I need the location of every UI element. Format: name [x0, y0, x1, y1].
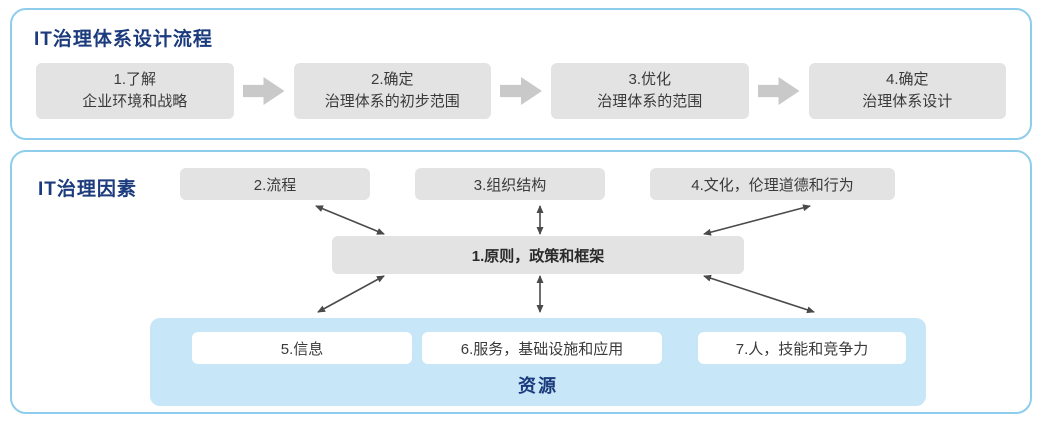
- factors-panel: IT治理因素 2.流程 3.组织结构 4.文化，伦理道德和行为 1.原则，政策和…: [10, 150, 1032, 414]
- factors-panel-title: IT治理因素: [38, 179, 137, 200]
- process-panel-title: IT治理体系设计流程: [34, 29, 213, 50]
- step-3-line-2: 治理体系的范围: [597, 93, 703, 110]
- process-flow: 1.了解 企业环境和战略 2.确定 治理体系的初步范围 3.优化 治理体系的范围…: [12, 51, 1030, 119]
- process-step-4: 4.确定 治理体系设计: [808, 63, 1006, 119]
- process-step-3: 3.优化 治理体系的范围: [551, 63, 749, 119]
- resources-label: 资源: [518, 376, 558, 396]
- factor-culture-ethics-box: 4.文化，伦理道德和行为: [650, 168, 895, 200]
- resources-container: 5.信息 6.服务，基础设施和应用 7.人，技能和竞争力 资源: [150, 318, 926, 406]
- flow-arrow-icon: [500, 77, 542, 105]
- step-2-line-2: 治理体系的初步范围: [324, 93, 460, 110]
- factor-principles-box: 1.原则，政策和框架: [332, 236, 744, 274]
- step-4-line-2: 治理体系设计: [862, 93, 953, 110]
- factor-process-box: 2.流程: [180, 168, 370, 200]
- flow-arrow-icon: [757, 77, 800, 105]
- process-step-2: 2.确定 治理体系的初步范围: [293, 63, 491, 119]
- step-1-line-1: 1.了解: [113, 70, 156, 88]
- process-step-1: 1.了解 企业环境和战略: [36, 63, 234, 119]
- process-panel: IT治理体系设计流程 1.了解 企业环境和战略 2.确定 治理体系的初步范围 3…: [10, 8, 1032, 140]
- step-3-line-1: 3.优化: [628, 70, 671, 88]
- flow-arrow-icon: [242, 77, 285, 105]
- resource-people-skills-box: 7.人，技能和竞争力: [698, 332, 906, 364]
- resource-information-box: 5.信息: [192, 332, 412, 364]
- factor-org-structure-box: 3.组织结构: [415, 168, 605, 200]
- resource-services-infrastructure-box: 6.服务，基础设施和应用: [422, 332, 662, 364]
- step-2-line-1: 2.确定: [370, 70, 414, 88]
- step-1-line-2: 企业环境和战略: [82, 93, 188, 110]
- step-4-line-1: 4.确定: [885, 70, 929, 88]
